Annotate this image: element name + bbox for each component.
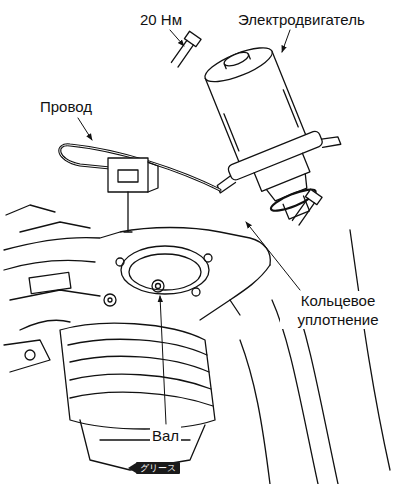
grease-tag: グリース [136, 462, 180, 474]
part-name: Вал [150, 426, 181, 445]
part-name: Электродвигатель [236, 10, 367, 29]
tag-text: グリース [140, 463, 176, 473]
torque-value: 20 Нм [138, 10, 184, 29]
part-name: Провод [38, 97, 94, 116]
part-name: Кольцевое уплотнение [280, 291, 396, 329]
